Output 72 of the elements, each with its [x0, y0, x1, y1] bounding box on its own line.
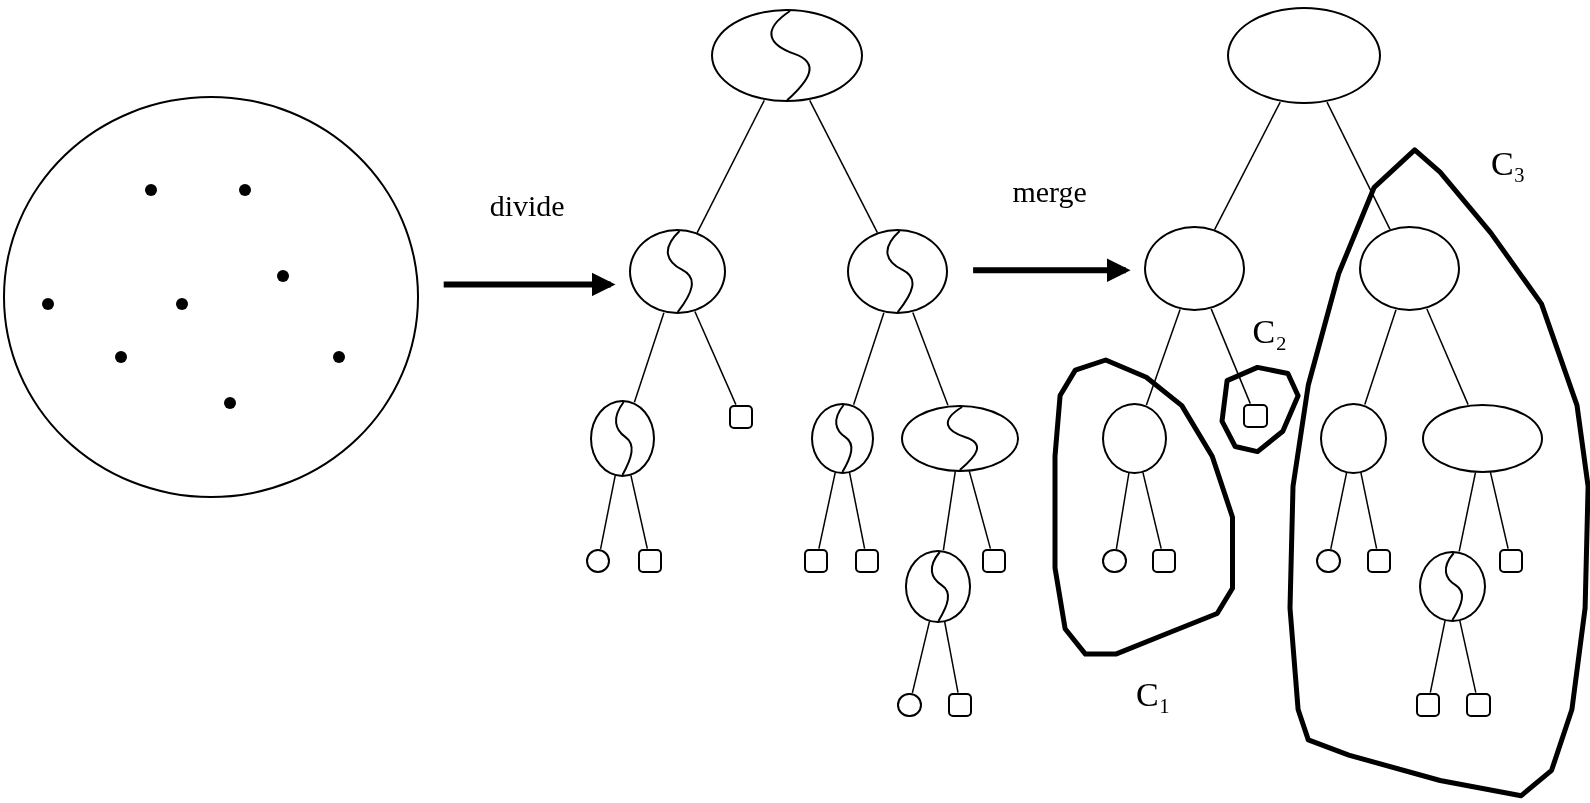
- tree-edge: [818, 471, 836, 550]
- leaf-node: [729, 404, 754, 429]
- tree-edge: [848, 471, 866, 550]
- data-point: [332, 350, 345, 363]
- tree-node: [590, 399, 656, 477]
- tree-node: [904, 549, 972, 623]
- tree-node: [1102, 402, 1168, 474]
- tree-node: [1418, 550, 1486, 622]
- data-point: [239, 183, 252, 196]
- tree-edge: [1145, 308, 1181, 406]
- tree-edge: [1330, 471, 1348, 550]
- tree-node: [710, 9, 863, 103]
- leaf-node: [854, 548, 880, 573]
- leaf-node: [1316, 548, 1341, 573]
- tree-node: [846, 229, 949, 315]
- cluster-label: C₁: [1135, 677, 1171, 712]
- leaf-node: [897, 692, 922, 717]
- tree-edge: [1426, 308, 1469, 406]
- leaf-node: [804, 548, 829, 573]
- tree-edge: [1210, 308, 1252, 405]
- leaf-node: [637, 548, 663, 573]
- leaf-node: [1366, 548, 1392, 573]
- tree-edge: [942, 470, 957, 551]
- tree-edge: [1213, 101, 1281, 231]
- tree-node: [901, 404, 1020, 472]
- tree-edge: [630, 474, 649, 550]
- tree-node: [628, 229, 727, 315]
- leaf-node: [1415, 692, 1440, 717]
- leaf-node: [1151, 548, 1177, 573]
- tree-edge: [1115, 472, 1130, 550]
- point-set-circle: [3, 96, 419, 498]
- data-point: [224, 396, 237, 409]
- tree-edge: [968, 470, 992, 550]
- tree-node: [811, 402, 875, 474]
- leaf-node: [586, 548, 611, 573]
- data-point: [145, 183, 158, 196]
- tree-edge: [808, 99, 879, 234]
- leaf-node: [981, 548, 1006, 573]
- tree-edge: [1458, 471, 1477, 553]
- data-point: [276, 269, 289, 282]
- tree-edge: [1364, 309, 1397, 406]
- arrow: [973, 258, 1131, 283]
- leaf-node: [1466, 692, 1491, 717]
- leaf-node: [1102, 548, 1127, 573]
- data-point: [41, 298, 54, 311]
- cluster-label: C₃: [1490, 147, 1526, 182]
- leaf-node: [1243, 403, 1268, 428]
- cluster-label: C₂: [1252, 314, 1288, 349]
- tree-edge: [633, 311, 665, 403]
- tree-edge: [1142, 471, 1162, 550]
- tree-edge: [943, 621, 959, 694]
- tree-node: [1358, 226, 1461, 312]
- tree-node: [1226, 7, 1382, 105]
- tree-edge: [911, 620, 931, 694]
- tree-edge: [852, 312, 885, 406]
- tree-node: [1143, 226, 1246, 312]
- tree-edge: [912, 311, 949, 407]
- tree-node: [1421, 403, 1544, 473]
- tree-edge: [599, 474, 616, 550]
- leaf-node: [1498, 548, 1524, 573]
- tree-edge: [1360, 471, 1378, 550]
- data-point: [176, 298, 189, 311]
- tree-edge: [1459, 619, 1477, 694]
- leaf-node: [948, 692, 973, 717]
- tree-edge: [1489, 471, 1509, 550]
- tree-edge: [694, 310, 737, 406]
- arrow: [443, 272, 616, 297]
- data-point: [114, 350, 127, 363]
- tree-edge: [1429, 620, 1446, 694]
- tree-edge: [1326, 101, 1391, 231]
- tree-node: [1320, 402, 1388, 474]
- tree-edge: [696, 99, 766, 234]
